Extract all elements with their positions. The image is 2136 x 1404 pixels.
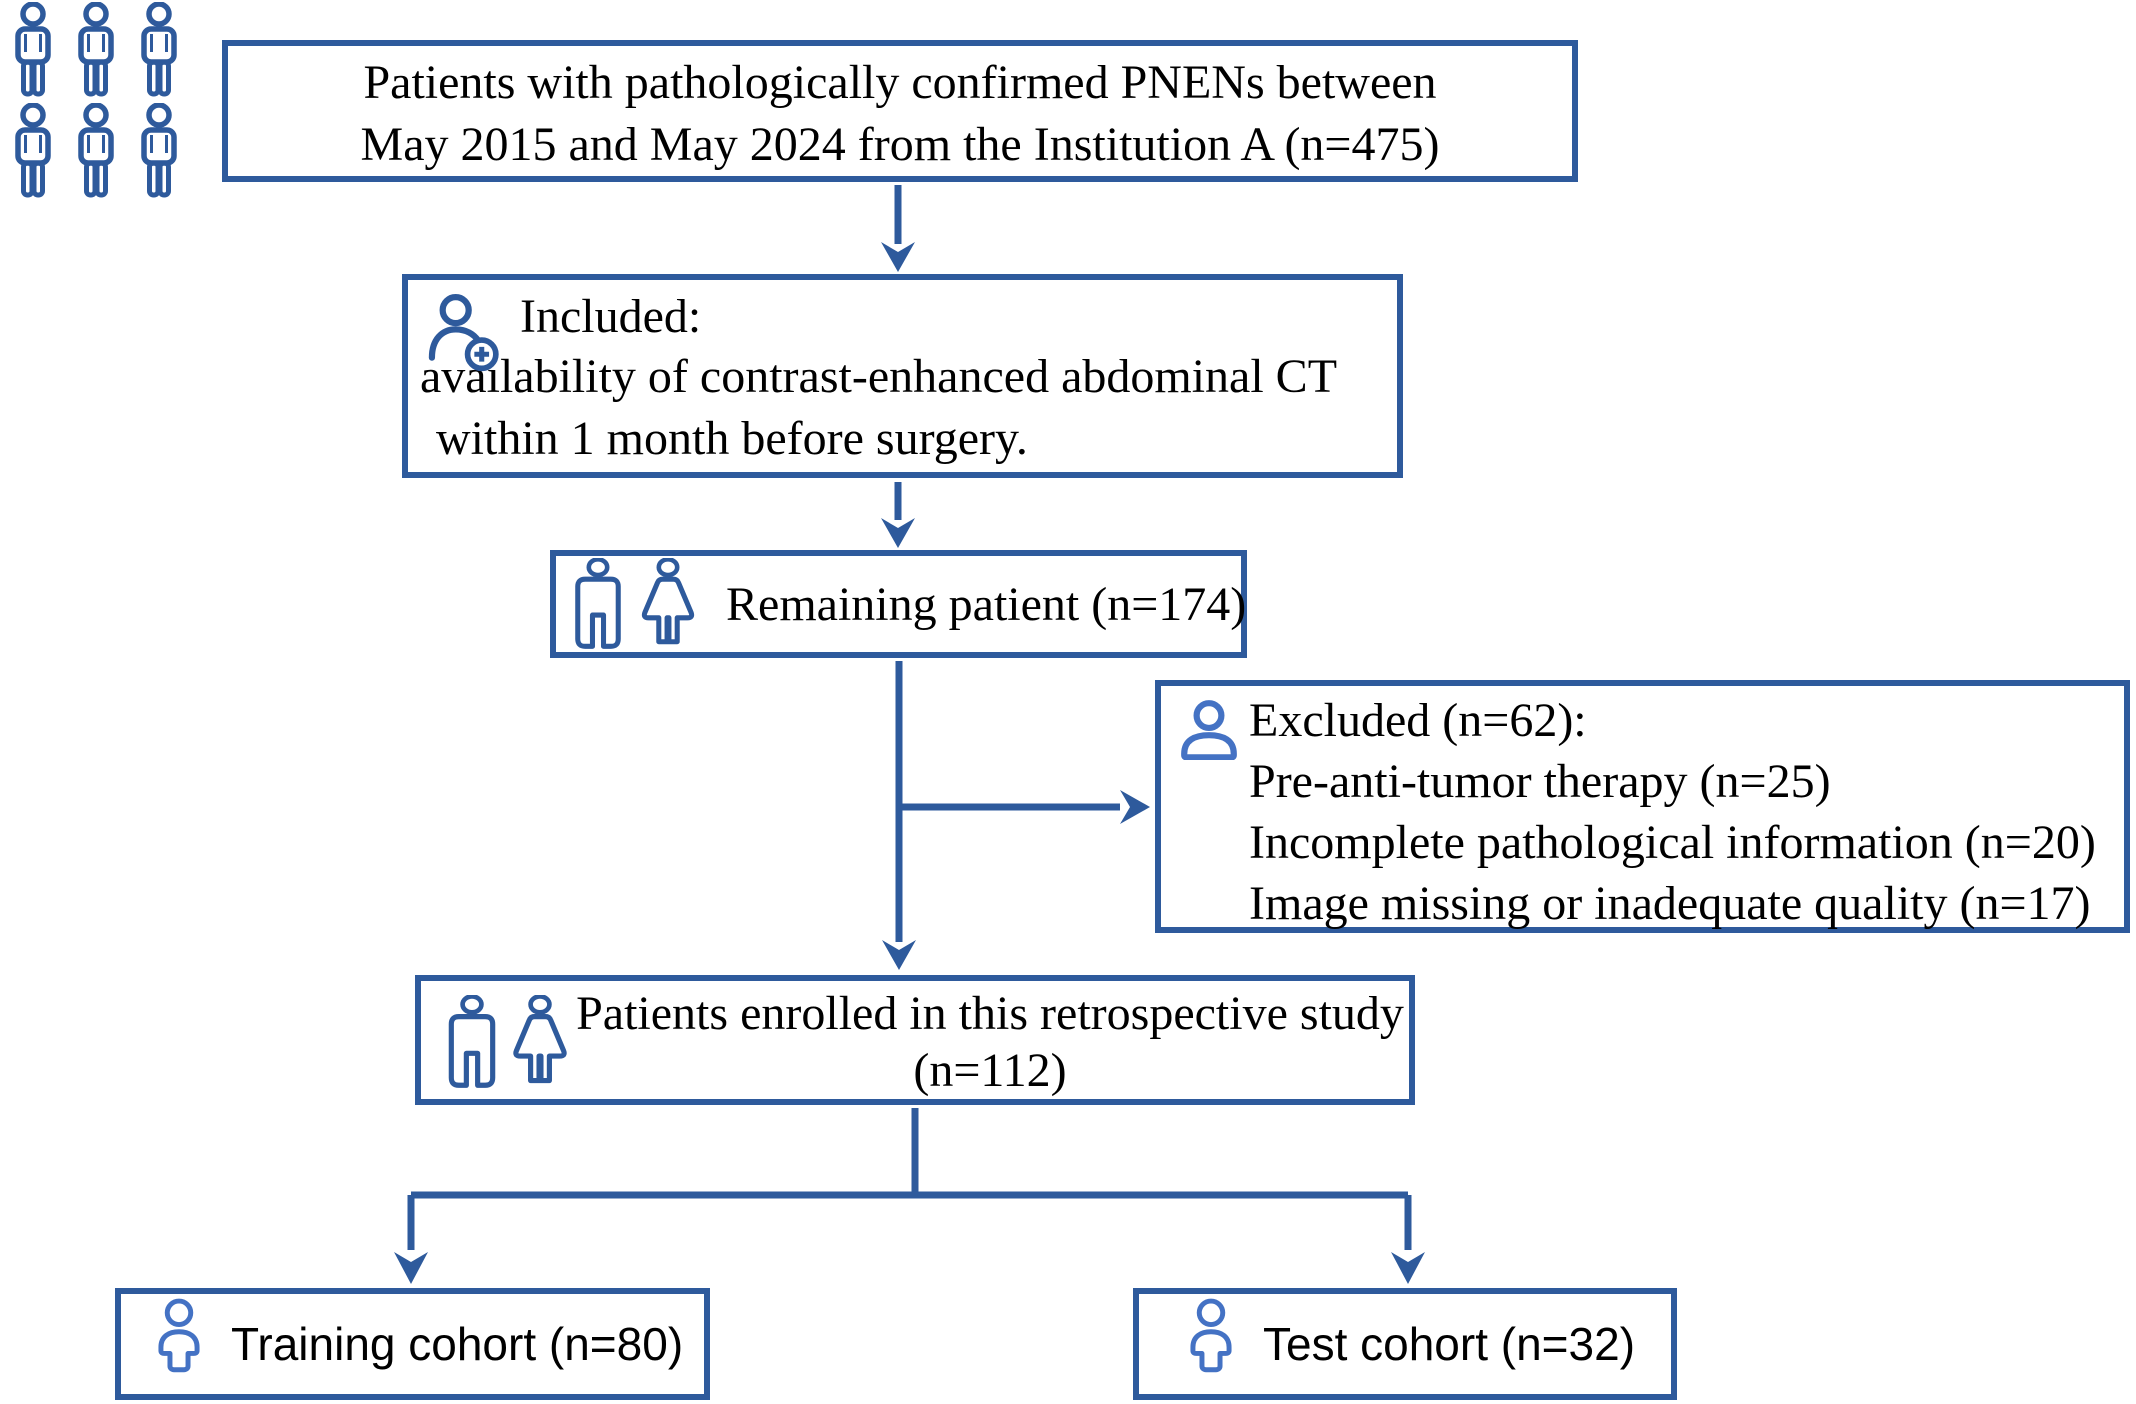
test-label: Test cohort (n=32) <box>1263 1318 1636 1370</box>
user-icon <box>151 1297 207 1392</box>
included-title: Included: <box>520 290 702 343</box>
person-icon <box>67 2 130 103</box>
arrowhead-right-icon <box>1120 790 1150 824</box>
person-icon <box>67 103 130 204</box>
remaining-patients-box: Remaining patient (n=174) <box>550 550 1247 658</box>
excluded-item: Incomplete pathological information (n=2… <box>1249 816 2096 869</box>
source-population-box: Patients with pathologically confirmed P… <box>222 40 1578 182</box>
arrowhead-down-icon <box>881 518 915 548</box>
female-icon <box>513 995 567 1084</box>
included-line2: within 1 month before surgery. <box>436 412 1028 465</box>
population-icons-group <box>4 2 193 204</box>
enrolled-patients-box: Patients enrolled in this retrospective … <box>415 975 1415 1105</box>
split-connector-enrolled-to-cohorts <box>407 1108 1412 1250</box>
included-line1: availability of contrast-enhanced abdomi… <box>420 350 1338 403</box>
source-line2: May 2015 and May 2024 from the Instituti… <box>360 118 1440 171</box>
person-add-icon <box>424 292 510 390</box>
person-icon <box>130 103 193 204</box>
person-icon <box>4 2 67 103</box>
male-icon <box>575 558 621 649</box>
arrowhead-down-icon <box>394 1252 428 1284</box>
training-label: Training cohort (n=80) <box>231 1318 684 1370</box>
excluded-item: Pre-anti-tumor therapy (n=25) <box>1249 755 1831 808</box>
person-bust-icon <box>1177 700 1241 772</box>
inclusion-criteria-box: Included: availability of contrast-enhan… <box>402 274 1403 478</box>
arrowhead-down-icon <box>882 940 916 970</box>
male-female-icons <box>445 995 571 1089</box>
male-female-icons <box>570 558 700 650</box>
test-cohort-box: Test cohort (n=32) <box>1133 1288 1677 1400</box>
arrowhead-down-icon <box>1391 1252 1425 1284</box>
male-icon <box>448 995 496 1088</box>
female-icon <box>641 558 695 645</box>
training-cohort-box: Training cohort (n=80) <box>115 1288 710 1400</box>
excluded-item: Image missing or inadequate quality (n=1… <box>1249 877 2091 930</box>
excluded-title: Excluded (n=62): <box>1249 694 1587 747</box>
user-icon <box>1183 1297 1239 1392</box>
arrowhead-down-icon <box>881 242 915 272</box>
enrolled-line2: (n=112) <box>913 1044 1067 1097</box>
excluded-box: Excluded (n=62): Pre-anti-tumor therapy … <box>1155 680 2130 933</box>
source-line1: Patients with pathologically confirmed P… <box>363 56 1437 109</box>
person-icon <box>4 103 67 204</box>
enrolled-line1: Patients enrolled in this retrospective … <box>576 987 1404 1040</box>
person-icon <box>130 2 193 103</box>
remaining-label: Remaining patient (n=174) <box>726 577 1247 631</box>
